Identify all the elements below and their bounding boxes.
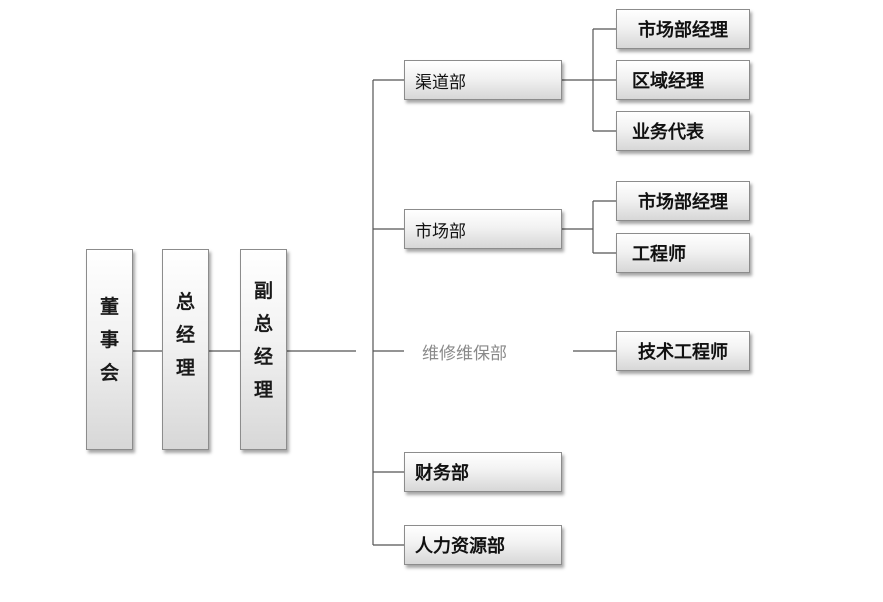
gm-char-1: 总 [175,291,195,313]
deputy-char-2: 总 [253,312,273,335]
dept-qudao-box: 渠道部 [404,60,562,100]
general-manager-box: 总 经 理 [162,249,209,450]
dept-shichang-box: 市场部 [404,209,562,249]
qudao-sub-regional-manager-label: 区域经理 [632,71,704,92]
dept-caiwu-label: 财务部 [415,463,469,484]
dept-weixiu-box: 维修维保部 [404,331,573,371]
dept-renli-box: 人力资源部 [404,525,562,565]
deputy-char-4: 理 [253,378,273,401]
deputy-char-3: 经 [253,345,273,368]
dept-renli-label: 人力资源部 [415,536,505,557]
weixiu-sub-tech-engineer-label: 技术工程师 [638,342,728,363]
dept-qudao-label: 渠道部 [415,72,466,93]
shichang-sub-market-manager-box: 市场部经理 [616,181,750,221]
deputy-general-manager-box: 副 总 经 理 [240,249,287,450]
shichang-sub-market-manager-label: 市场部经理 [638,192,728,213]
dept-weixiu-label: 维修维保部 [422,343,507,364]
shichang-sub-engineer-box: 工程师 [616,233,750,273]
qudao-sub-sales-rep-box: 业务代表 [616,111,750,151]
qudao-sub-sales-rep-label: 业务代表 [632,122,704,143]
dept-shichang-label: 市场部 [415,221,466,242]
gm-char-3: 理 [175,357,195,379]
shichang-sub-engineer-label: 工程师 [632,244,686,265]
qudao-sub-market-manager-box: 市场部经理 [616,9,750,49]
board-char-1: 董 [99,296,119,318]
board-char-2: 事 [99,329,119,351]
weixiu-sub-tech-engineer-box: 技术工程师 [616,331,750,371]
qudao-sub-market-manager-label: 市场部经理 [638,20,728,41]
dept-caiwu-box: 财务部 [404,452,562,492]
board-of-directors-box: 董 事 会 [86,249,133,450]
board-char-3: 会 [99,362,119,384]
qudao-sub-regional-manager-box: 区域经理 [616,60,750,100]
deputy-char-1: 副 [253,279,273,302]
gm-char-2: 经 [175,324,195,346]
